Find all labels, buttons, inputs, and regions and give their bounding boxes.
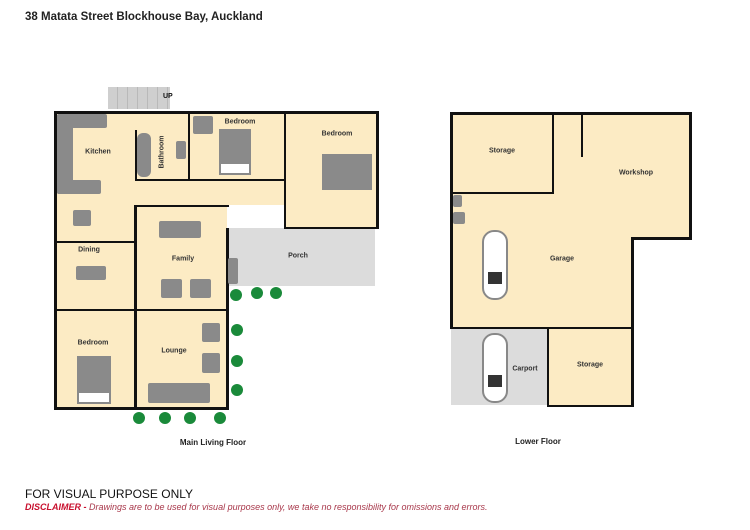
- tree-icon: [230, 289, 242, 301]
- wall: [689, 112, 692, 239]
- bed: [219, 129, 251, 175]
- wall: [284, 112, 286, 228]
- kitchen-counter: [57, 114, 73, 194]
- sofa: [148, 383, 210, 403]
- wall: [450, 112, 692, 115]
- wall: [376, 111, 379, 229]
- label-storage-2: Storage: [576, 361, 604, 369]
- sofa: [159, 221, 201, 238]
- hallway: [135, 180, 285, 205]
- wall: [450, 327, 634, 329]
- dining-table: [76, 266, 106, 280]
- wall: [188, 112, 190, 180]
- lower-floor-label: Lower Floor: [515, 437, 561, 446]
- wall: [450, 112, 453, 329]
- bed: [77, 356, 111, 404]
- sink: [176, 141, 186, 159]
- wall: [631, 237, 634, 407]
- armchair: [190, 279, 211, 298]
- wall: [450, 192, 554, 194]
- kitchen-counter: [57, 180, 101, 194]
- room-garage: [452, 194, 632, 328]
- disclaimer-text: Drawings are to be used for visual purpo…: [86, 502, 488, 512]
- wall: [54, 111, 379, 114]
- room-storage-2: [548, 328, 632, 405]
- tree-icon: [231, 355, 243, 367]
- disclaimer: DISCLAIMER - Drawings are to be used for…: [25, 502, 488, 512]
- label-workshop: Workshop: [618, 169, 654, 177]
- main-floor-label: Main Living Floor: [179, 438, 247, 447]
- tree-icon: [214, 412, 226, 424]
- wall: [134, 205, 137, 409]
- armchair: [193, 116, 213, 134]
- label-carport: Carport: [512, 365, 538, 373]
- room-porch: [227, 228, 375, 286]
- wall: [552, 112, 554, 194]
- tree-icon: [270, 287, 282, 299]
- label-family: Family: [171, 255, 195, 263]
- wall: [54, 241, 136, 243]
- wall: [54, 111, 57, 409]
- armchair: [202, 353, 220, 373]
- fireplace: [228, 258, 238, 284]
- car-icon: [482, 333, 508, 403]
- bed: [322, 154, 372, 190]
- label-lounge: Lounge: [161, 347, 187, 355]
- label-bathroom: Bathroom: [158, 135, 166, 169]
- tree-icon: [231, 384, 243, 396]
- label-garage: Garage: [549, 255, 575, 263]
- wall: [54, 309, 229, 311]
- visual-purpose-notice: FOR VISUAL PURPOSE ONLY: [25, 487, 194, 501]
- car-icon: [482, 230, 508, 300]
- label-kitchen: Kitchen: [85, 148, 111, 156]
- wall: [284, 227, 378, 229]
- label-bedroom-3: Bedroom: [77, 339, 109, 347]
- stairs: [108, 87, 170, 109]
- tree-icon: [231, 324, 243, 336]
- armchair: [161, 279, 182, 298]
- wall: [631, 237, 692, 240]
- wall: [135, 130, 137, 180]
- label-storage-1: Storage: [488, 147, 516, 155]
- tree-icon: [251, 287, 263, 299]
- armchair: [202, 323, 220, 342]
- property-address-title: 38 Matata Street Blockhouse Bay, Aucklan…: [25, 11, 263, 23]
- bathtub: [137, 133, 151, 177]
- tree-icon: [184, 412, 196, 424]
- stairs-up-label: UP: [163, 93, 173, 100]
- wall: [135, 179, 285, 181]
- wall: [54, 407, 229, 410]
- label-bedroom-1: Bedroom: [224, 118, 256, 126]
- wall: [226, 228, 229, 409]
- tree-icon: [159, 412, 171, 424]
- kitchen-counter: [57, 114, 107, 128]
- label-porch: Porch: [288, 252, 308, 260]
- room-storage-1: [452, 114, 554, 194]
- dining-table-small: [73, 210, 91, 226]
- wall: [547, 405, 634, 407]
- wall: [581, 112, 583, 157]
- appliance: [453, 212, 465, 224]
- wall: [547, 327, 549, 407]
- tree-icon: [133, 412, 145, 424]
- appliance: [453, 195, 462, 207]
- wall: [134, 205, 229, 207]
- disclaimer-label: DISCLAIMER -: [25, 502, 87, 512]
- label-bedroom-2: Bedroom: [321, 130, 353, 138]
- label-dining: Dining: [78, 246, 100, 254]
